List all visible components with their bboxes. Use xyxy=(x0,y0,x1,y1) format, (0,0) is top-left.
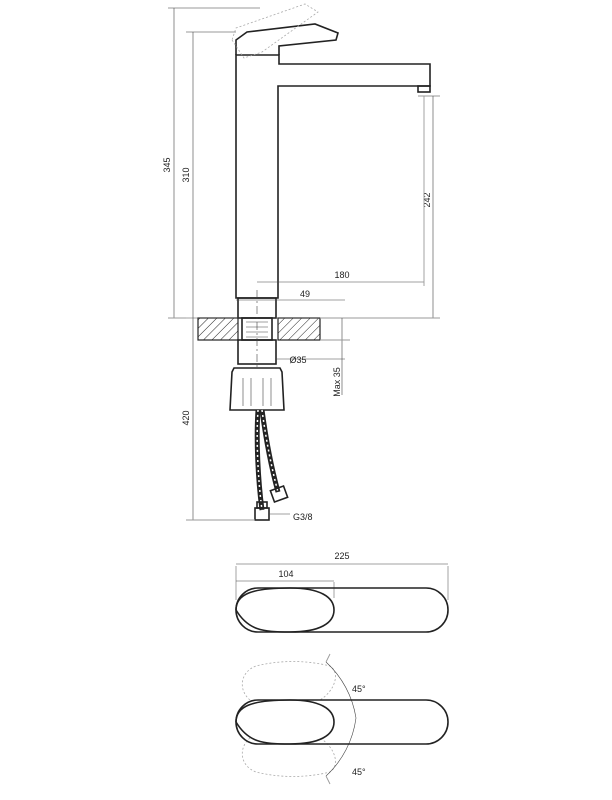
top-view-lever xyxy=(235,587,335,633)
dim-max35-label: Max 35 xyxy=(332,367,342,397)
handle-lever xyxy=(235,23,339,55)
mounting-nut xyxy=(229,367,285,411)
angle-upper-label: 45° xyxy=(352,684,366,694)
top-view: 225 104 xyxy=(235,551,449,633)
top-view-body xyxy=(235,587,449,633)
connection-label: G3/8 xyxy=(293,512,313,522)
dim-d35-label: Ø35 xyxy=(289,355,306,365)
side-view: 345 310 242 180 49 Ø35 Max 35 420 G3/8 xyxy=(162,3,440,522)
countertop-left xyxy=(197,317,239,341)
aerator xyxy=(417,85,431,93)
faucet-body xyxy=(235,54,431,299)
dim-104-label: 104 xyxy=(278,569,293,579)
hose-fitting-right xyxy=(269,484,289,504)
dim-225-label: 225 xyxy=(334,551,349,561)
dim-242-label: 242 xyxy=(422,192,432,207)
rotation-view-body xyxy=(235,699,449,745)
countertop-right xyxy=(277,317,321,341)
rotated-handle-up xyxy=(242,661,336,701)
dim-420-label: 420 xyxy=(181,410,191,425)
rotation-view-lever xyxy=(235,699,335,745)
angle-lower-label: 45° xyxy=(352,767,366,777)
rotated-handle-down xyxy=(242,737,336,777)
dim-180-label: 180 xyxy=(334,270,349,280)
dim-310-label: 310 xyxy=(181,167,191,182)
dim-49-label: 49 xyxy=(300,289,310,299)
raised-handle-ghost xyxy=(231,3,319,59)
rotation-view: 45° 45° xyxy=(235,653,449,785)
dim-345-label: 345 xyxy=(162,157,172,172)
